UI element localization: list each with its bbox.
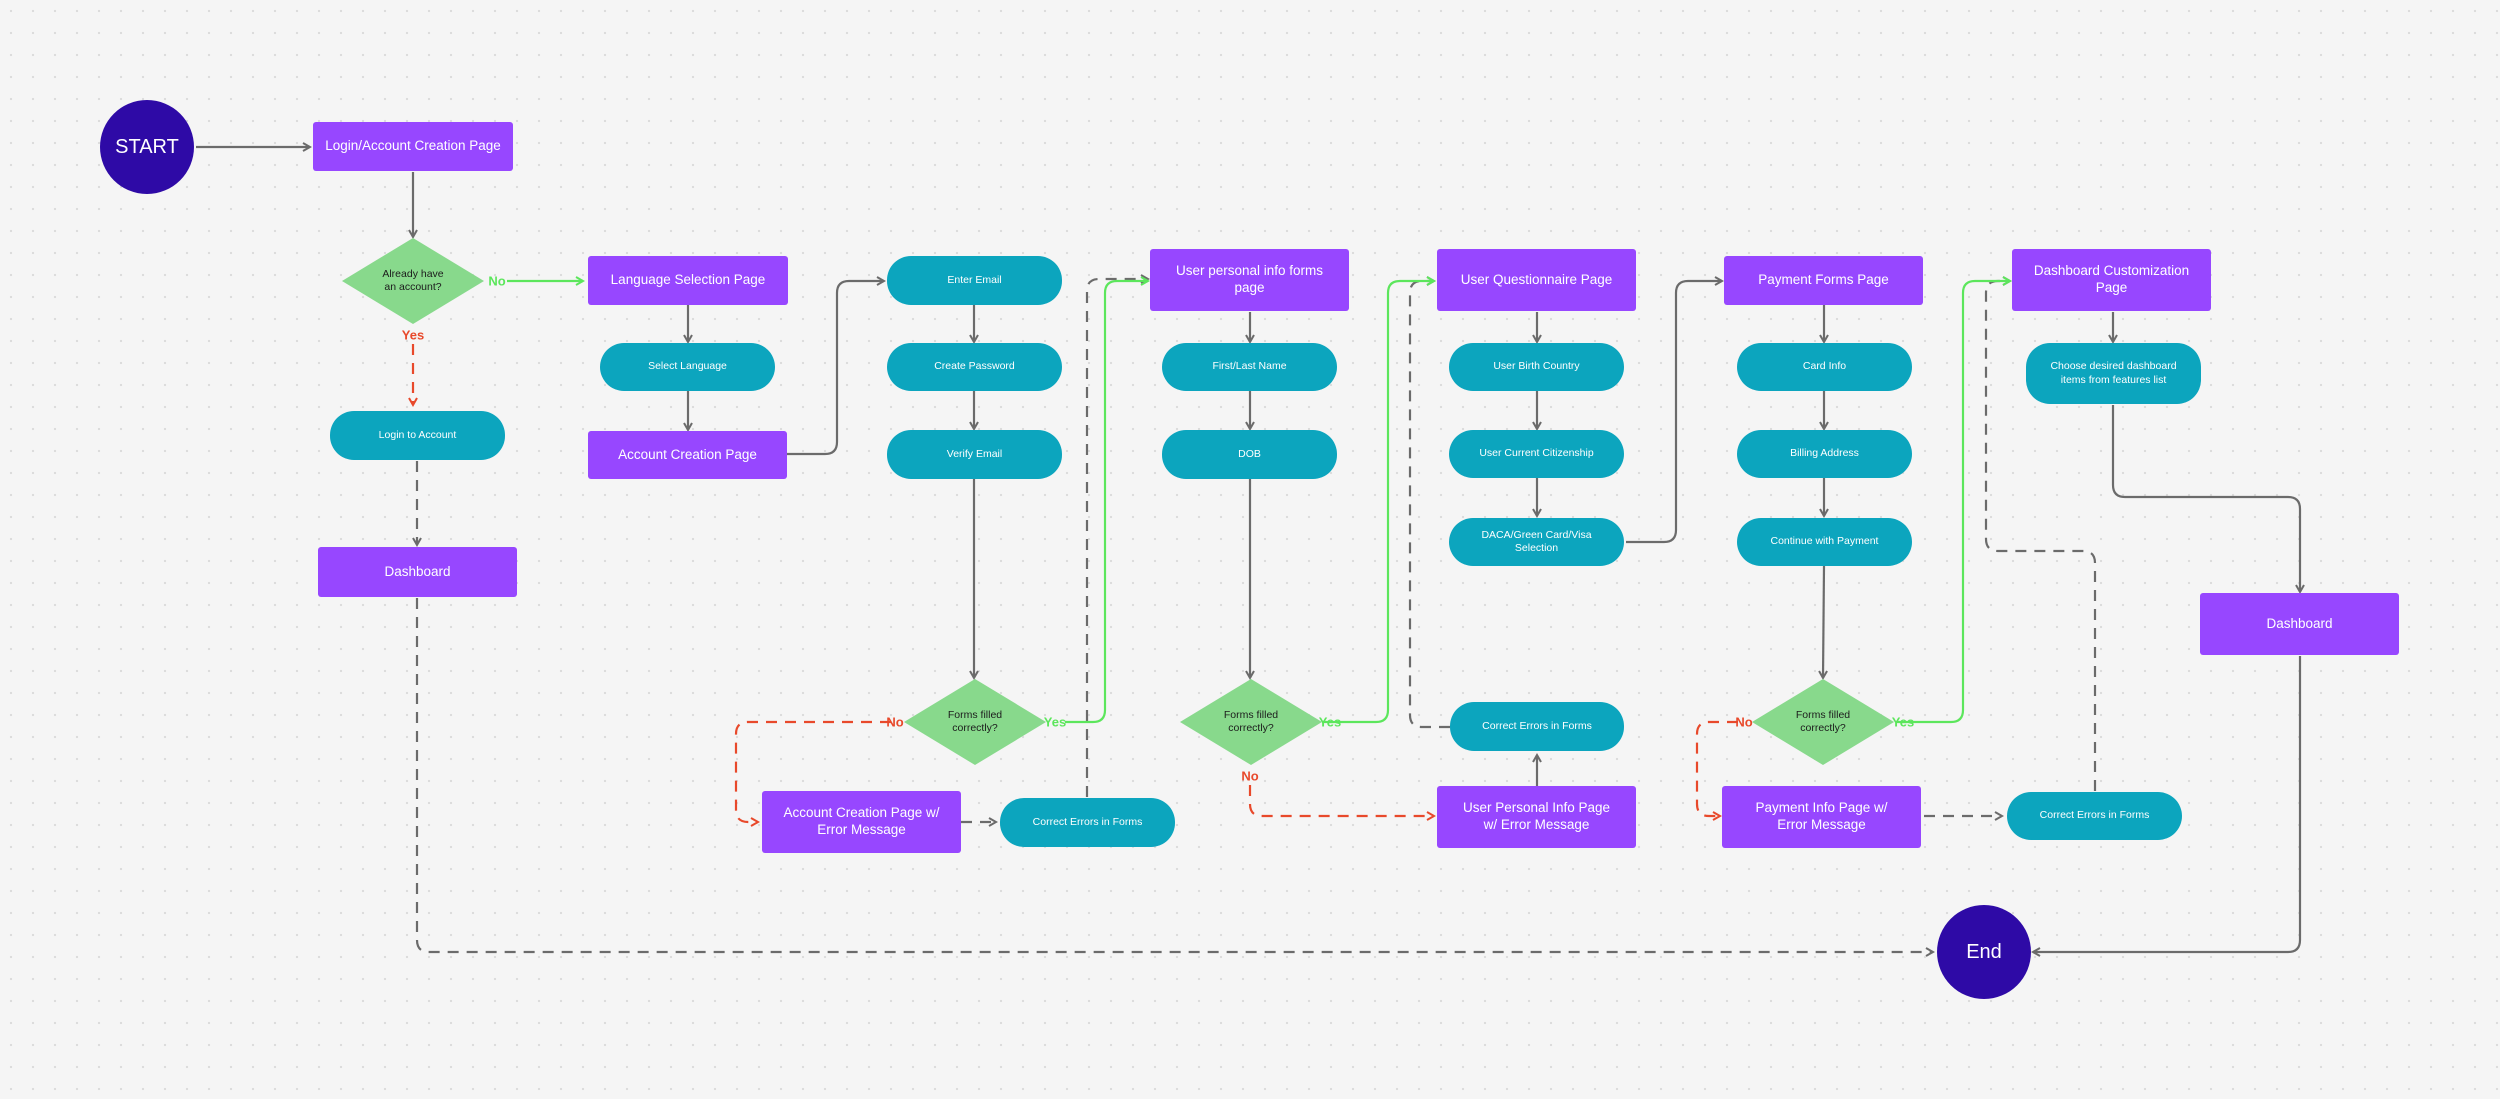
edge-label-no: No [1241, 768, 1259, 784]
edge-label-yes: Yes [1318, 714, 1342, 730]
edge-decision1-no-error1 [734, 720, 891, 822]
select-language-node: Select Language [600, 343, 775, 391]
personal-info-error-page-node: User Personal Info Page w/ Error Message [1437, 786, 1636, 848]
dob-node: DOB [1162, 430, 1337, 479]
edge-dashboard1-end [415, 598, 1933, 952]
language-page-node: Language Selection Page [588, 256, 788, 305]
edge-visa-payment [1626, 281, 1722, 544]
edge-label-yes: Yes [401, 327, 425, 343]
birth-country-node: User Birth Country [1449, 343, 1624, 391]
billing-address-node: Billing Address [1737, 430, 1912, 478]
payment-error-page-node: Payment Info Page w/ Error Message [1722, 786, 1921, 848]
correct-errors-node-3: Correct Errors in Forms [2007, 792, 2182, 840]
edge-continue-decision3 [1823, 565, 1824, 678]
edge-account-email [787, 281, 884, 456]
payment-page-node: Payment Forms Page [1724, 256, 1923, 305]
edge-decision2-yes-quest [1322, 281, 1434, 724]
verify-email-node: Verify Email [887, 430, 1062, 479]
dashboard-node-1: Dashboard [318, 547, 517, 597]
visa-selection-node: DACA/Green Card/Visa Selection [1449, 518, 1624, 566]
dashboard-node-2: Dashboard [2200, 593, 2399, 655]
edge-correct1-personal [1085, 279, 1148, 797]
account-error-page-node: Account Creation Page w/ Error Message [762, 791, 961, 853]
personal-info-page-node: User personal info forms page [1150, 249, 1349, 311]
correct-errors-node-1: Correct Errors in Forms [1000, 798, 1175, 847]
continue-payment-node: Continue with Payment [1737, 518, 1912, 566]
choose-items-node: Choose desired dashboard items from feat… [2026, 343, 2201, 404]
edge-label-yes: Yes [1891, 714, 1915, 730]
edge-choose-dashboard2 [2111, 405, 2300, 592]
edge-label-yes: Yes [1043, 714, 1067, 730]
edge-decision1-yes-personal [1065, 281, 1148, 724]
start-node: START [100, 100, 194, 194]
edge-label-no: No [1735, 714, 1753, 730]
card-info-node: Card Info [1737, 343, 1912, 391]
edge-decision3-no-error3 [1695, 720, 1738, 816]
edge-label-no: No [488, 273, 506, 289]
edge-decision2-no-error2 [1248, 785, 1434, 816]
first-last-name-node: First/Last Name [1162, 343, 1337, 391]
questionnaire-page-node: User Questionnaire Page [1437, 249, 1636, 311]
current-citizenship-node: User Current Citizenship [1449, 430, 1624, 478]
enter-email-node: Enter Email [887, 256, 1062, 305]
edge-dashboard2-end [2033, 656, 2302, 952]
correct-errors-node-2: Correct Errors in Forms [1450, 702, 1624, 751]
dashboard-customization-page-node: Dashboard Customization Page [2012, 249, 2211, 311]
edge-correct2-quest [1408, 281, 1450, 729]
edge-correct3-custom [1984, 281, 2097, 791]
edge-label-no: No [886, 714, 904, 730]
login-to-account-node: Login to Account [330, 411, 505, 460]
edge-decision3-yes-custom [1897, 281, 2010, 724]
end-node: End [1937, 905, 2031, 999]
create-password-node: Create Password [887, 343, 1062, 391]
account-creation-page-node: Account Creation Page [588, 431, 787, 479]
login-page-node: Login/Account Creation Page [313, 122, 513, 171]
